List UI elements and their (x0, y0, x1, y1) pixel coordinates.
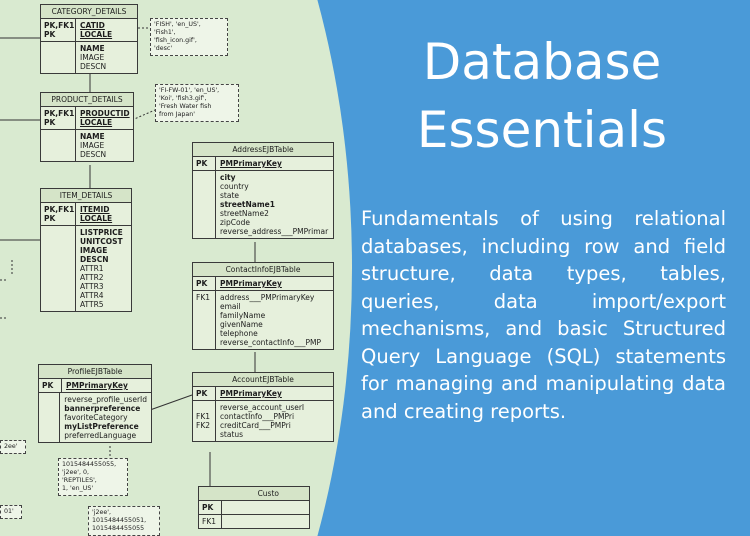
fk-label: FK1 (193, 291, 216, 349)
key-labels: PK,FK1 PK (41, 19, 76, 41)
key-labels: PK,FK1 PK (41, 107, 76, 129)
field: givenName (220, 320, 263, 329)
field: reverse_account_userI (220, 403, 305, 412)
title-line-1: Database (422, 33, 662, 91)
page-title: Database Essentials (362, 28, 722, 164)
field: streetName2 (220, 209, 269, 218)
customer-table: Custo PK FK1 (198, 486, 310, 529)
customer-sample-note: 'j2ee', 1015484455051, 1015484455055 (88, 506, 160, 536)
fields (222, 515, 230, 528)
field: bannerpreference (64, 404, 141, 413)
field: streetName1 (220, 200, 275, 209)
table-title: AccountEJBTable (193, 373, 333, 387)
category-sample-note: 'FISH', 'en_US', 'Fish1', 'fish_icon.gif… (150, 18, 228, 56)
key-field (222, 501, 230, 514)
profile-table: ProfileEJBTable PK PMPrimaryKey reverse_… (38, 364, 152, 443)
key-field: PMPrimaryKey (220, 159, 282, 168)
field: IMAGE (80, 246, 108, 255)
table-title: ContactInfoEJBTable (193, 263, 333, 277)
field: ATTR1 (80, 264, 104, 273)
key-labels: PK,FK1 PK (41, 203, 76, 225)
field: reverse_profile_userId (64, 395, 147, 404)
field: reverse_contactInfo___PMP (220, 338, 321, 347)
table-title: Custo (199, 487, 309, 501)
key-field: PMPrimaryKey (220, 279, 282, 288)
field: status (220, 430, 244, 439)
field: LOCALE (80, 118, 113, 127)
profile-sample-note: 1015484455055, 'j2ee', 0, 'REPTILES', 1,… (58, 458, 128, 496)
field: NAME (80, 132, 105, 141)
table-title: CATEGORY_DETAILS (41, 5, 137, 19)
side-note-2: 01' (0, 505, 22, 519)
fk-labels: FK1 FK2 (193, 401, 216, 441)
field: ATTR2 (80, 273, 104, 282)
key-label: PK (199, 501, 222, 514)
key-label: PK (193, 277, 216, 290)
field: address___PMPrimaryKey (220, 293, 315, 302)
field: IMAGE (80, 141, 105, 150)
contact-info-table: ContactInfoEJBTable PK PMPrimaryKey FK1 … (192, 262, 334, 350)
table-title: ProfileEJBTable (39, 365, 151, 379)
key-label: PK (193, 157, 216, 170)
field-locale: LOCALE (80, 30, 113, 39)
key-label: PK (39, 379, 62, 392)
account-table: AccountEJBTable PK PMPrimaryKey FK1 FK2 … (192, 372, 334, 442)
table-title: ITEM_DETAILS (41, 189, 131, 203)
title-line-2: Essentials (416, 101, 668, 159)
field: ATTR5 (80, 300, 104, 309)
field: state (220, 191, 239, 200)
field: ITEMID (80, 205, 110, 214)
field: telephone (220, 329, 258, 338)
field: myListPreference (64, 422, 139, 431)
field: favoriteCategory (64, 413, 128, 422)
field: email (220, 302, 241, 311)
table-title: AddressEJBTable (193, 143, 333, 157)
product-sample-note: 'FI-FW-01', 'en_US', 'Koi', 'fish3.gif',… (155, 84, 239, 122)
field: ATTR4 (80, 291, 104, 300)
field: IMAGE (80, 53, 105, 62)
key-field: PMPrimaryKey (66, 381, 128, 390)
field: DESCN (80, 255, 109, 264)
field: creditCard___PMPri (220, 421, 291, 430)
field: PRODUCTID (80, 109, 130, 118)
field: LISTPRICE (80, 228, 123, 237)
field: DESCN (80, 150, 107, 159)
field: LOCALE (80, 214, 113, 223)
field-catid: CATID (80, 21, 105, 30)
side-note-1: 2ee' (0, 440, 26, 454)
key-field: PMPrimaryKey (220, 389, 282, 398)
table-title: PRODUCT_DETAILS (41, 93, 133, 107)
field: zipCode (220, 218, 250, 227)
field: UNITCOST (80, 237, 123, 246)
field: country (220, 182, 249, 191)
field: city (220, 173, 236, 182)
key-label: PK (193, 387, 216, 400)
field: familyName (220, 311, 266, 320)
field: reverse_address___PMPrimar (220, 227, 329, 236)
field: DESCN (80, 62, 107, 71)
course-description: Fundamentals of using relational databas… (361, 207, 726, 423)
fk-label: FK1 (199, 515, 222, 528)
field: NAME (80, 44, 105, 53)
field: contactInfo___PMPri (220, 412, 295, 421)
field: ATTR3 (80, 282, 104, 291)
field: preferredLanguage (64, 431, 137, 440)
